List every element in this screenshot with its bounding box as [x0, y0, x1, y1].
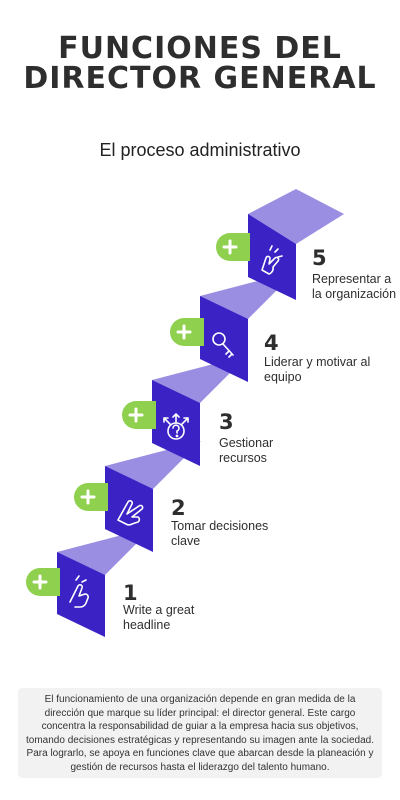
plus-badge-5[interactable] — [216, 233, 250, 261]
step-label-2: Tomar decisiones clave — [171, 519, 281, 549]
hand-peace-icon — [117, 499, 144, 526]
step-number-2: 2 — [171, 496, 186, 520]
description-text: El funcionamiento de una organización de… — [26, 694, 374, 773]
step-number-5: 5 — [312, 246, 327, 270]
step-label-2-line1: Tomar decisiones — [171, 519, 269, 533]
question-arrows-icon — [163, 413, 189, 440]
step-label-1-line1: Write a great — [123, 603, 195, 617]
plus-icon — [128, 407, 144, 423]
plus-icon — [80, 489, 96, 505]
hand-pinch-icon — [261, 245, 283, 275]
plus-icon — [176, 324, 192, 340]
plus-badge-4[interactable] — [170, 318, 204, 346]
plus-badge-2[interactable] — [74, 483, 108, 511]
step-label-5: Representar a la organización — [312, 272, 400, 302]
step-label-4-line1: Liderar y motivar al — [264, 355, 371, 369]
step-label-5-line2: la organización — [312, 287, 397, 301]
step-label-5-line1: Representar a — [312, 272, 392, 286]
riser-5 — [248, 214, 296, 300]
title-line-2: DIRECTOR GENERAL — [23, 61, 377, 96]
description-box: El funcionamiento de una organización de… — [18, 688, 382, 778]
page-subtitle: El proceso administrativo — [99, 140, 301, 160]
plus-badge-3[interactable] — [122, 401, 156, 429]
plus-icon — [222, 239, 238, 255]
step-number-4: 4 — [264, 331, 279, 355]
step-label-3-line2: recursos — [219, 451, 267, 465]
plus-badge-1[interactable] — [26, 568, 60, 596]
title-line-1: FUNCIONES DEL — [58, 31, 342, 66]
riser-4 — [200, 296, 248, 382]
step-label-4-line2: equipo — [264, 370, 302, 384]
step-label-4: Liderar y motivar al equipo — [264, 355, 394, 385]
step-number-3: 3 — [219, 410, 234, 434]
key-icon — [212, 332, 234, 358]
plus-icon — [32, 574, 48, 590]
step-label-1: Write a great headline — [123, 603, 233, 633]
step-label-3: Gestionar recursos — [219, 436, 329, 466]
step-label-3-line1: Gestionar — [219, 436, 274, 450]
step-label-2-line2: clave — [171, 534, 201, 548]
hand-pointing-icon — [69, 575, 89, 608]
page-title: FUNCIONES DEL DIRECTOR GENERAL — [0, 34, 400, 94]
step-number-1: 1 — [123, 581, 138, 605]
step-label-1-line2: headline — [123, 618, 171, 632]
